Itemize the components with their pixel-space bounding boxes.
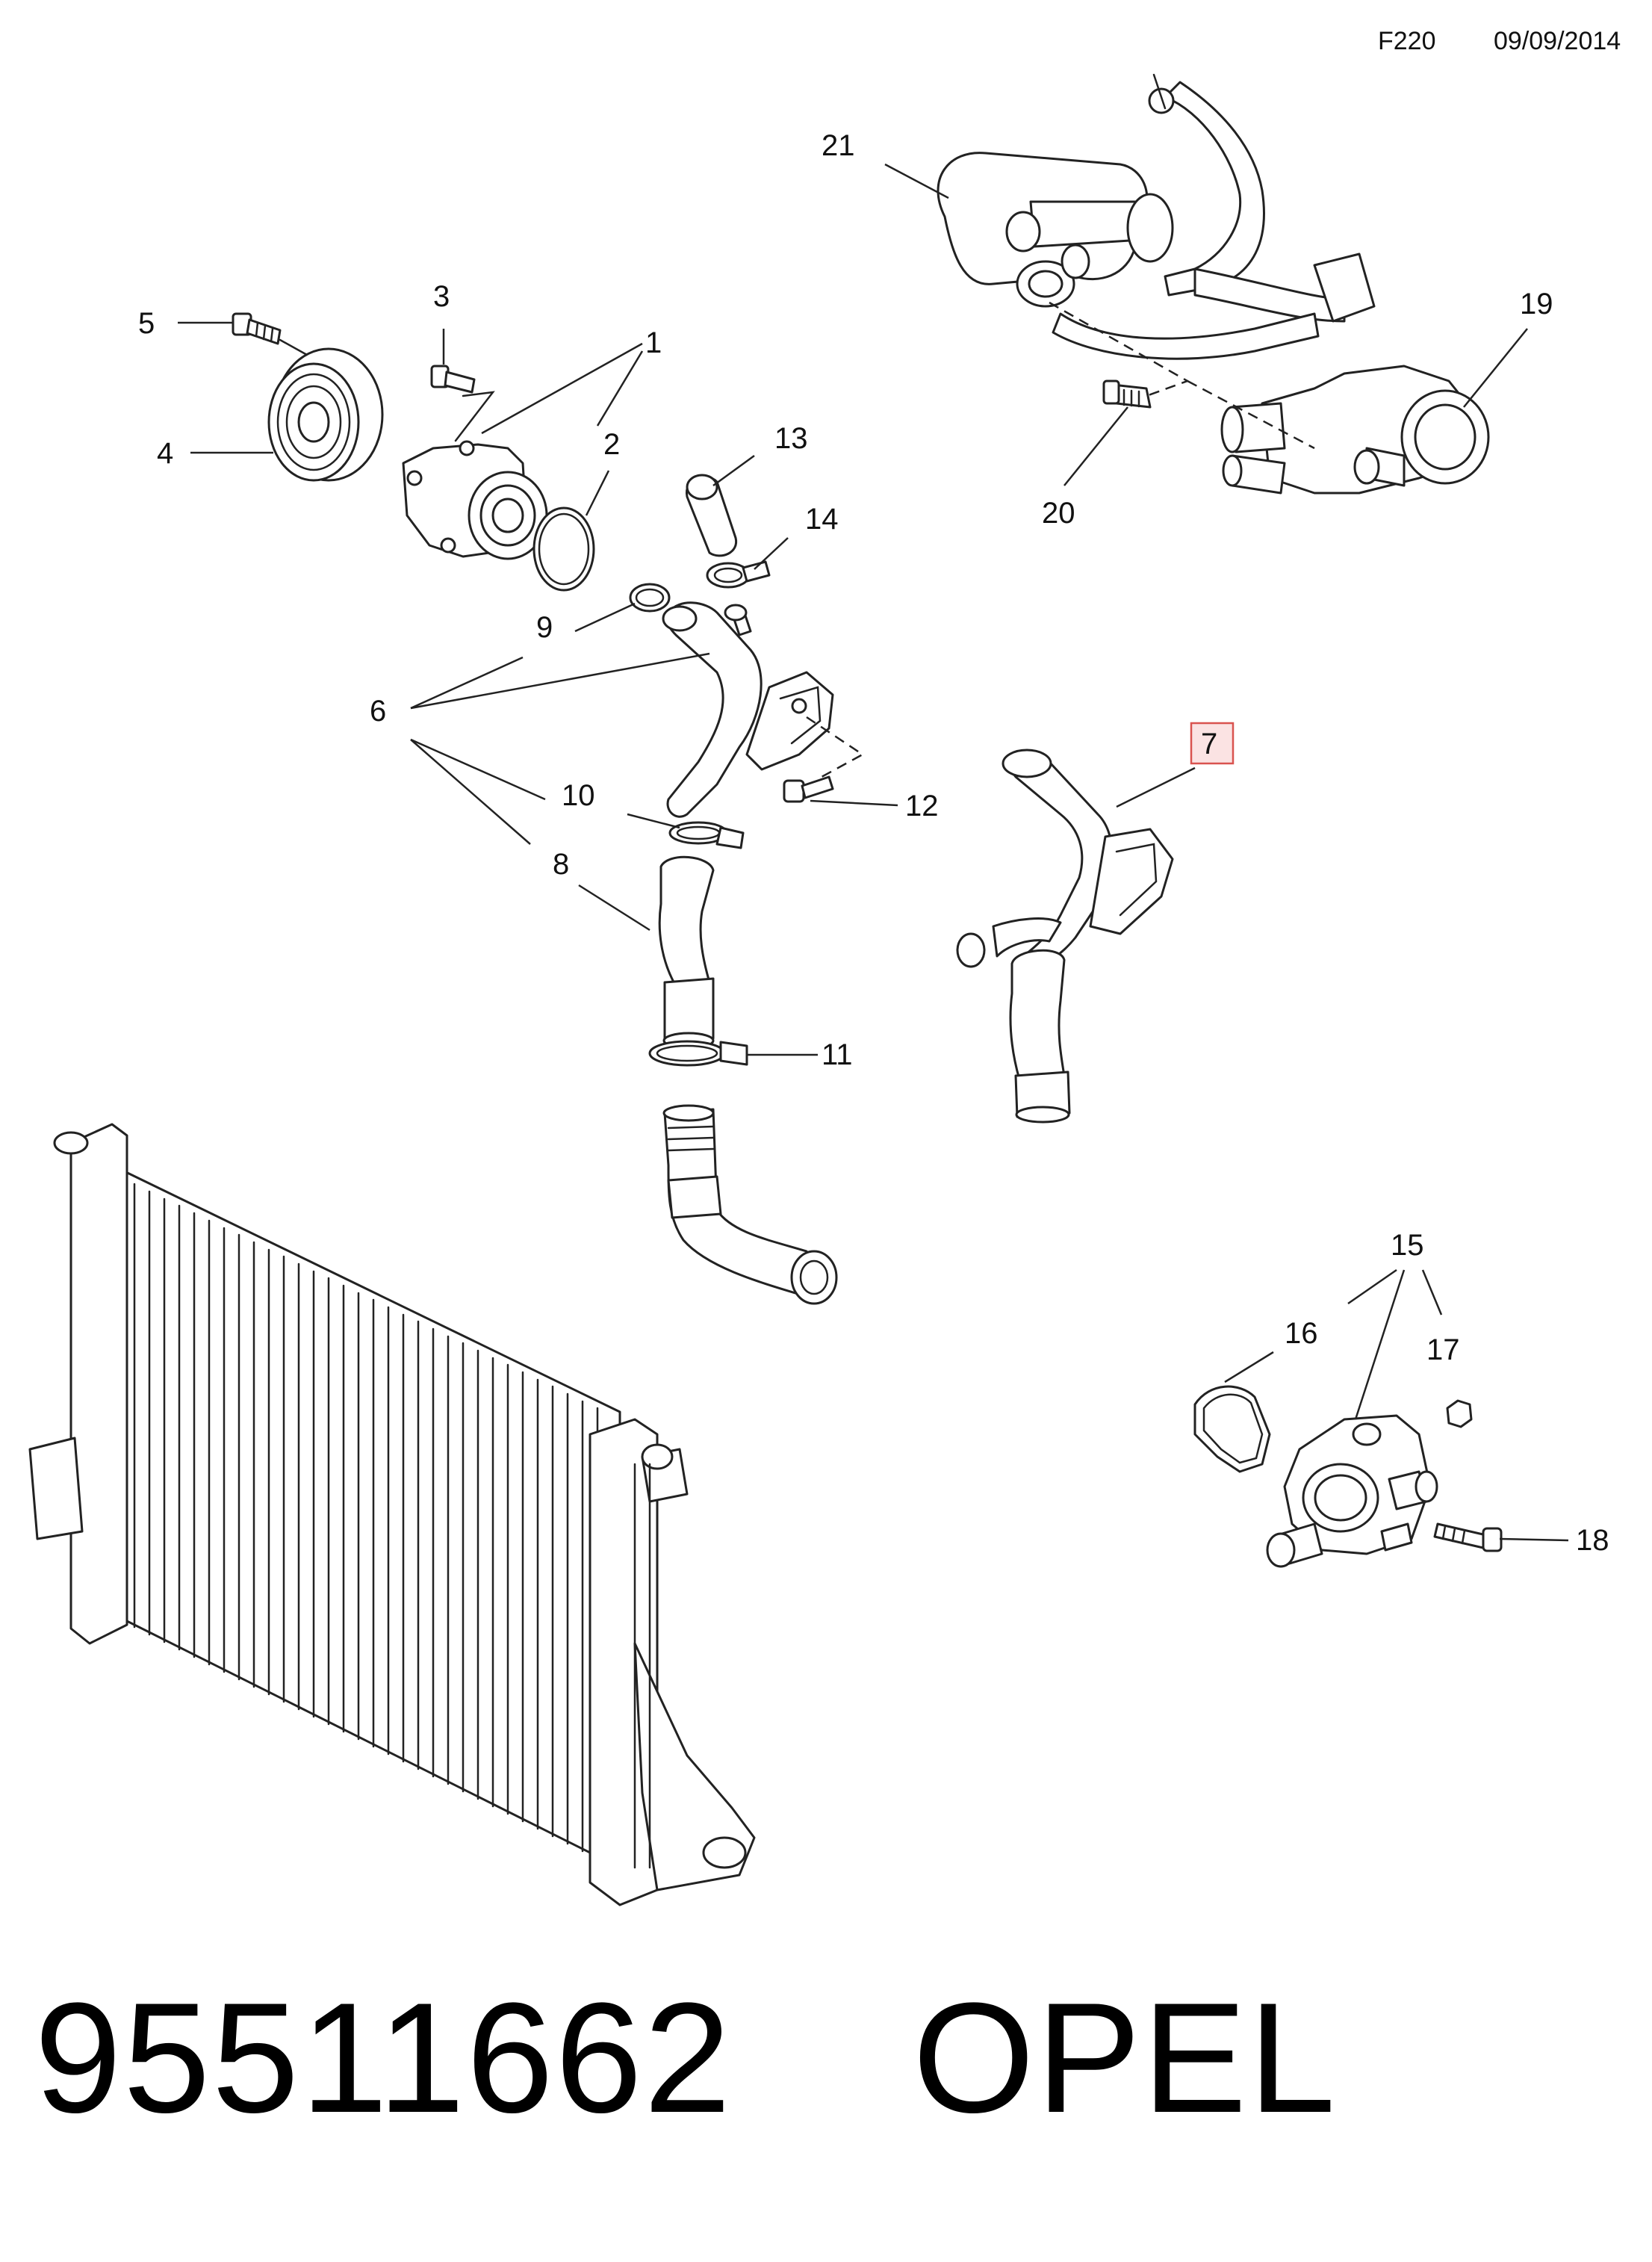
pulley-4 xyxy=(190,347,384,482)
callout-3: 3 xyxy=(433,280,450,313)
callout-19: 19 xyxy=(1520,288,1553,320)
bolt-3 xyxy=(430,329,495,442)
thermostat-housing-19 xyxy=(1220,328,1528,495)
callout-15: 15 xyxy=(1391,1229,1424,1262)
callout-17: 17 xyxy=(1426,1333,1460,1366)
bolt-5 xyxy=(178,312,315,360)
radiator xyxy=(28,1123,756,1906)
callout-2: 2 xyxy=(603,428,620,461)
part-number: 95511662 xyxy=(34,1970,733,2145)
coolant-pipe-assembly-21 xyxy=(884,73,1376,360)
callout-6: 6 xyxy=(370,695,386,728)
nut-17 xyxy=(1446,1399,1473,1428)
callout-4: 4 xyxy=(157,437,173,470)
bolt-12 xyxy=(783,775,898,807)
callout-21: 21 xyxy=(822,129,855,162)
seal-ring-9 xyxy=(574,583,671,633)
callout-7: 7 xyxy=(1201,728,1217,760)
clamp-11 xyxy=(648,1040,818,1067)
coolant-pipe-6 xyxy=(410,601,834,845)
callout-1: 1 xyxy=(645,326,662,359)
callout-20: 20 xyxy=(1042,497,1075,530)
callout-16: 16 xyxy=(1285,1317,1318,1350)
hose-8 xyxy=(578,855,715,1050)
callout-10: 10 xyxy=(562,779,595,812)
coolant-pipe-7 xyxy=(956,749,1196,1124)
thermostat-housing-15 xyxy=(1266,1268,1443,1568)
callout-14: 14 xyxy=(805,503,839,536)
highlight-box-7 xyxy=(1190,722,1235,765)
diagram-date: 09/09/2014 xyxy=(1494,27,1621,55)
callout-9: 9 xyxy=(536,611,553,644)
callout-8: 8 xyxy=(553,848,569,881)
brand-name: OPEL xyxy=(913,1970,1338,2145)
gasket-16 xyxy=(1193,1351,1274,1473)
callout-5: 5 xyxy=(138,307,155,340)
callout-11: 11 xyxy=(822,1038,853,1071)
water-pump-1 xyxy=(402,342,644,560)
clamp-10 xyxy=(627,813,745,849)
callout-18: 18 xyxy=(1576,1524,1609,1557)
diagram-reference-code: F220 xyxy=(1378,27,1436,55)
callout-13: 13 xyxy=(774,422,808,455)
callout-12: 12 xyxy=(905,790,939,822)
clamp-14 xyxy=(706,537,789,589)
radiator-outlet-pipe xyxy=(662,1104,838,1305)
o-ring-2 xyxy=(532,470,610,592)
bolt-18 xyxy=(1433,1522,1569,1552)
cap-13 xyxy=(686,454,755,557)
bolt-20 xyxy=(1063,379,1152,486)
